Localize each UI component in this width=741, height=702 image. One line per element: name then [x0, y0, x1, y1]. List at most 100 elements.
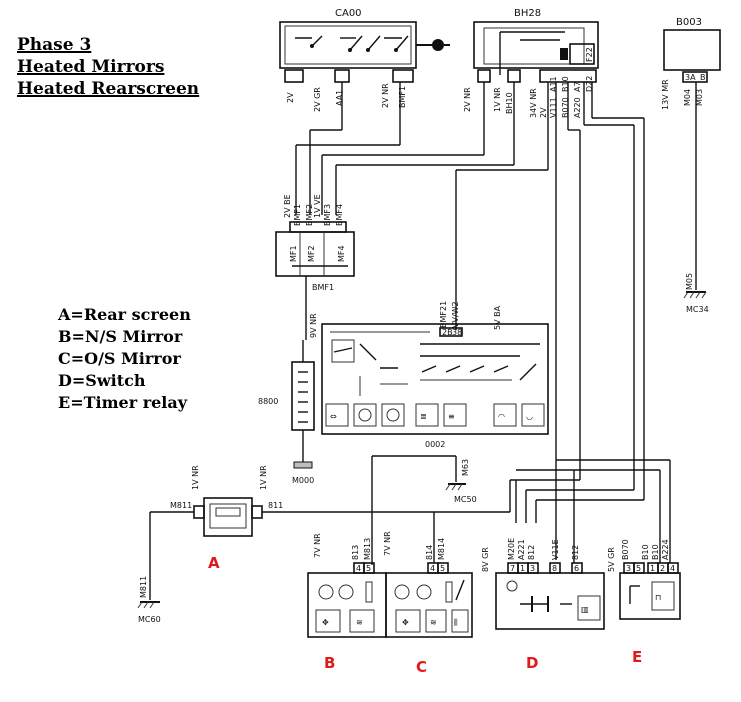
wire-label: 2V NR [463, 87, 472, 112]
wire-label: A220 [573, 97, 582, 118]
wire-label: V11E [551, 539, 560, 560]
wire-label: B10 [561, 76, 570, 92]
horn-icon: ◡ [526, 412, 533, 421]
wire-label: 2V [286, 92, 295, 103]
diagram-heading: Phase 3 Heated Mirrors Heated Rearscreen [17, 34, 199, 100]
wire-label: D22 [585, 76, 594, 92]
wire-label: M814 [437, 538, 446, 560]
pin-label: 3A [685, 73, 696, 82]
label-a: A [208, 554, 220, 572]
wire-label: 7V NR [383, 531, 392, 556]
heated-mirror-icon: ≋ [356, 618, 363, 627]
wire-label: 5V BA [493, 305, 502, 330]
wire-label: B10 [651, 544, 660, 560]
heading-line-1: Phase 3 [17, 35, 92, 55]
wire-label: A224 [661, 539, 670, 560]
wire-label: 2V BE [283, 194, 292, 218]
wire-label: 2V GR [313, 87, 322, 112]
headlamp-icon [386, 408, 400, 422]
wire-label: B10 [641, 544, 650, 560]
pin-label: 5 [366, 564, 371, 573]
wire-label: M20E [507, 538, 516, 560]
ns-mirror: 7V NR 813 M813 4 5 ✥ ≋ B [307, 533, 387, 672]
pin-label: 1 [520, 564, 525, 573]
indicator-lamp-icon [506, 580, 518, 592]
wire-label: A7 [573, 81, 582, 92]
motor-icon [318, 584, 334, 600]
pin-label: 5 [636, 564, 641, 573]
pin-label: 3 [626, 564, 631, 573]
wire-label: 2V [539, 107, 548, 118]
wire-label: BMF21 [439, 301, 448, 328]
pin-label: 2 [660, 564, 665, 573]
central-module: BMF21 VV/W2 5V BA 2B 38 ⇔ ≣ ≡ [321, 301, 549, 435]
mirror-adjust-icon: ✥ [402, 618, 409, 627]
wire-label: MF2 [307, 245, 316, 262]
wire-label: 9V NR [309, 313, 318, 338]
heated-switch: 8V GR M20E A221 812 V11E 812 7 1 3 8 6 ▥… [481, 469, 660, 672]
upper-wiring [295, 82, 645, 560]
wire-label: BMF3 [323, 204, 332, 226]
pin-label: 4 [670, 564, 675, 573]
legend-item-a: A=Rear screen [58, 305, 191, 324]
legend-item-b: B=N/S Mirror [58, 327, 183, 346]
wire-label: A221 [517, 539, 526, 560]
wire-label: MF4 [337, 245, 346, 262]
label-c: C [416, 658, 427, 676]
b003-unit: B003 3A B 13V MR M04 M03 M05 MC34 [661, 17, 721, 314]
wire-label: BMF4 [335, 204, 344, 226]
heated-mirror-icon: ≋ [430, 618, 437, 627]
fold-icon: ⫼ [454, 618, 458, 627]
wire-label: 5V GR [607, 547, 616, 572]
wire-label: 13V MR [661, 79, 670, 110]
bmf1-label: BMF1 [312, 283, 334, 292]
wire-label: F22 [585, 47, 594, 62]
wire-label: M813 [363, 538, 372, 560]
wire-label: 812 [571, 545, 580, 560]
wire-label: 813 [351, 545, 360, 560]
wiper-icon: ◠ [498, 412, 505, 421]
wire-label: M03 [695, 89, 704, 106]
wire-label: 1V NR [493, 87, 502, 112]
pin-label: 3 [530, 564, 535, 573]
pin-label: 7 [510, 564, 515, 573]
bh28-unit: BH28 2V NR 1V NR BH10 34V NR 2V V111 A11… [463, 8, 599, 118]
legend-item-e: E=Timer relay [58, 393, 188, 412]
pin-label: 6 [574, 564, 579, 573]
heading-line-3: Heated Rearscreen [17, 79, 200, 99]
bmf1-block: 2V BE BMF1 BMF2 1V VE BMF3 BMF4 MF1 MF2 … [275, 194, 355, 340]
os-mirror: 7V NR 814 M814 4 5 ✥ ≋ ⫼ C [383, 512, 473, 676]
arrows-icon: ⇔ [330, 412, 337, 421]
motor-icon [338, 584, 354, 600]
ground-label: MC34 [686, 305, 709, 314]
wire-label: M63 [461, 459, 470, 476]
pin-label: 2B [442, 328, 453, 337]
pin-label: 1 [650, 564, 655, 573]
component-legend: A=Rear screen B=N/S Mirror C=O/S Mirror … [58, 304, 191, 414]
ca00-label: CA00 [335, 8, 362, 19]
wire-label: 1V NR [259, 465, 268, 490]
rear-heat-icon: ▥ [581, 605, 589, 614]
wire-label: M05 [685, 273, 694, 290]
ground-label: M000 [292, 476, 314, 485]
wire-label: 7V NR [313, 533, 322, 558]
b800-fusebox: 8800 M000 [258, 340, 315, 485]
wire-label: 34V NR [529, 88, 538, 118]
wire-label: A11 [549, 76, 558, 92]
label-d: D [526, 654, 538, 672]
pin-label: 4 [356, 564, 361, 573]
wire-label: V111 [549, 97, 558, 118]
wire-label: 811 [268, 501, 283, 510]
wire-label: 1V VE [313, 194, 322, 218]
wire-label: 2V NR [381, 83, 390, 108]
wire-label: B070 [621, 539, 630, 560]
bh28-label: BH28 [514, 8, 541, 19]
pin-label: 38 [452, 328, 462, 337]
b003-label: B003 [676, 17, 702, 28]
pin-label: 5 [440, 564, 445, 573]
motor-icon [394, 584, 410, 600]
pin-label: 8 [552, 564, 557, 573]
wire-label: BMF1 [398, 86, 407, 108]
pin-label: B [700, 73, 706, 82]
